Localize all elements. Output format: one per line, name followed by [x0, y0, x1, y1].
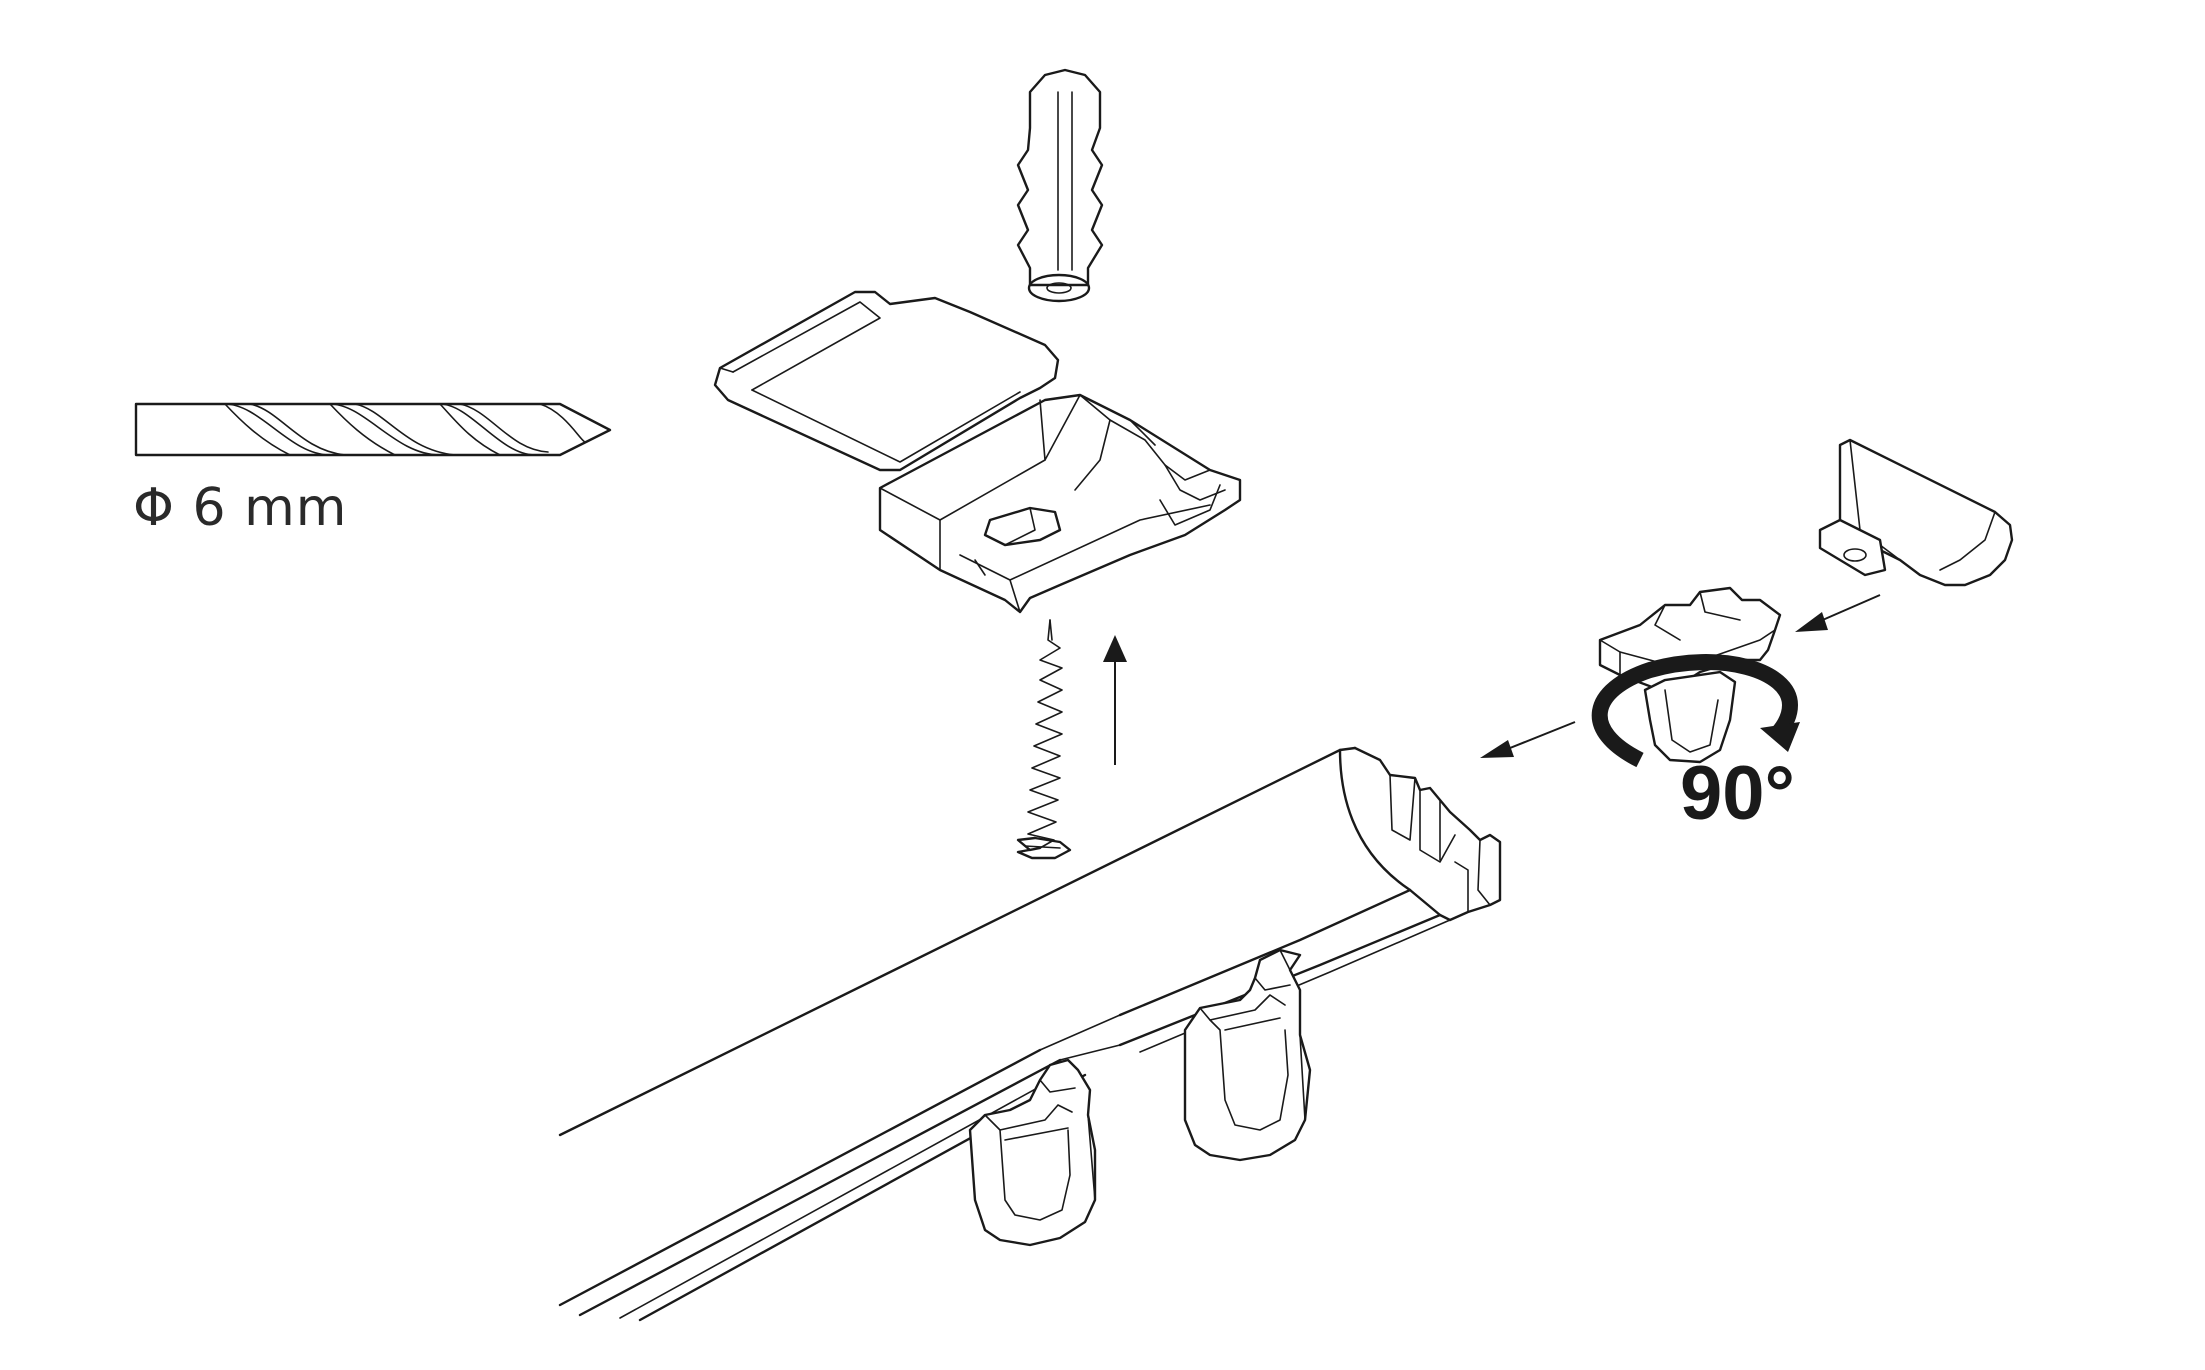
wall-plug-icon — [1016, 68, 1104, 303]
end-cap-icon — [1818, 438, 2014, 587]
rail-slider-clip-icon — [968, 1058, 1097, 1247]
glider-arrow — [1480, 721, 1576, 758]
insert-up-arrow — [1103, 635, 1127, 765]
drill-diameter-label: Φ 6 mm — [133, 478, 348, 538]
screw-icon — [1016, 619, 1072, 860]
drill-bit-icon — [134, 402, 612, 457]
rotate-arrow-icon — [1591, 654, 1800, 768]
curtain-rail-icon — [558, 746, 1502, 1322]
rotation-angle-label: 90° — [1680, 751, 1795, 836]
rail-slider-clip-icon — [1183, 948, 1312, 1162]
mounting-bracket-icon — [713, 290, 1242, 614]
end-cap-arrow — [1795, 594, 1881, 632]
